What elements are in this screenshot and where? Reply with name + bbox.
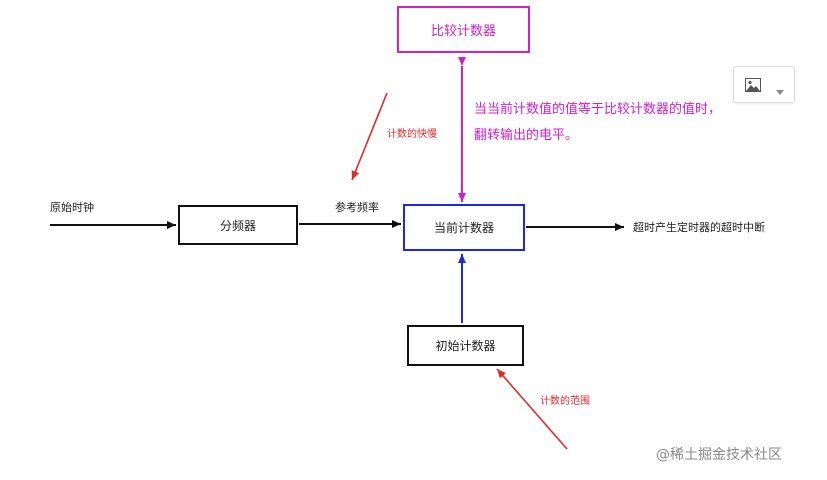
compare-counter-label: 比较计数器 (430, 24, 496, 39)
source-clock-label: 原始时钟 (50, 201, 94, 214)
prescaler-box: 分频器 (178, 205, 298, 245)
current-counter-box: 当前计数器 (403, 204, 525, 251)
count-speed-label: 计数的快慢 (387, 129, 437, 140)
watermark: @稀土掘金技术社区 (656, 447, 782, 463)
timeout-interrupt-label: 超时产生定时器的超时中断 (633, 221, 765, 234)
reference-frequency-label: 参考频率 (335, 201, 379, 214)
image-icon (745, 77, 761, 96)
chevron-down-icon (776, 81, 784, 100)
arrow-count-speed (351, 92, 388, 181)
prescaler-label: 分频器 (219, 218, 256, 233)
image-dropdown-button[interactable] (733, 66, 795, 103)
compare-counter-box: 比较计数器 (397, 6, 530, 53)
toggle-note-line1: 当当前计数值的值等于比较计数器的值时， (474, 102, 722, 117)
toggle-note-line2: 翻转输出的电平。 (474, 128, 579, 143)
initial-counter-box: 初始计数器 (407, 325, 524, 366)
arrow-count-range (496, 368, 568, 450)
current-counter-label: 当前计数器 (433, 221, 494, 235)
count-range-label: 计数的范围 (540, 396, 590, 407)
initial-counter-label: 初始计数器 (435, 339, 496, 353)
